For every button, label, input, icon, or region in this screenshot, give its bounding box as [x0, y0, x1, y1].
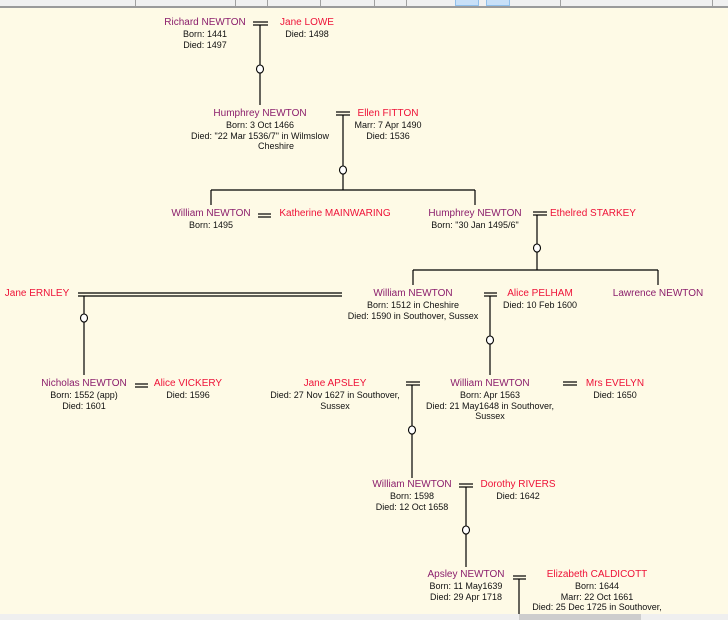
- person-detail: Marr: 22 Oct 1661: [560, 591, 634, 602]
- person-name[interactable]: Dorothy RIVERS: [480, 479, 556, 490]
- toolbar-separator: [712, 0, 713, 6]
- person-name[interactable]: Jane LOWE: [280, 17, 334, 28]
- person-detail: Cheshire: [257, 141, 295, 151]
- person-detail: Born: 3 Oct 1466: [225, 120, 295, 130]
- family-node-icon[interactable]: [485, 335, 495, 345]
- person-detail: Born: 1512 in Cheshire: [366, 300, 460, 310]
- toolbar-separator: [320, 0, 321, 6]
- person-name[interactable]: William NEWTON: [171, 208, 251, 219]
- person-name[interactable]: Apsley NEWTON: [427, 569, 505, 580]
- toolbar-separator: [267, 0, 268, 6]
- person-detail: Born: 1598: [389, 491, 435, 501]
- person-name[interactable]: Lawrence NEWTON: [612, 288, 704, 299]
- toolbar-separator: [135, 0, 136, 6]
- person-detail: Marr: 7 Apr 1490: [354, 120, 422, 130]
- toolbar: [0, 0, 728, 8]
- person-detail: Died: 21 May1648 in Southover,: [425, 400, 555, 411]
- person-detail: Died: 1497: [183, 39, 227, 50]
- toolbar-separator: [374, 0, 375, 6]
- person-name[interactable]: Humphrey NEWTON: [428, 208, 522, 219]
- person-detail: Born: 11 May1639: [429, 581, 503, 591]
- person-name[interactable]: William NEWTON: [372, 479, 452, 490]
- person-detail: Died: 1601: [62, 400, 106, 411]
- horizontal-scrollbar-thumb[interactable]: [519, 614, 641, 620]
- person-detail: Born: 1495: [188, 220, 234, 230]
- person-name[interactable]: Katherine MAINWARING: [279, 208, 391, 219]
- person-name[interactable]: William NEWTON: [373, 288, 453, 299]
- person-box-katherine[interactable]: Katherine MAINWARING: [279, 208, 390, 220]
- person-detail: Born: 1644: [574, 581, 620, 591]
- person-name[interactable]: Richard NEWTON: [164, 17, 246, 28]
- person-name[interactable]: William NEWTON: [450, 378, 530, 389]
- person-name[interactable]: Humphrey NEWTON: [213, 108, 307, 119]
- person-detail: Died: 12 Oct 1658: [375, 501, 449, 512]
- family-node-icon[interactable]: [461, 525, 471, 535]
- person-detail: Born: 1441: [182, 29, 228, 39]
- person-detail: Died: "22 Mar 1536/7" in Wilmslow: [191, 130, 329, 141]
- person-detail: Sussex: [320, 400, 350, 411]
- person-detail: Died: 27 Nov 1627 in Southover,: [270, 390, 400, 400]
- person-name[interactable]: Jane APSLEY: [303, 378, 367, 389]
- person-detail: Born: 1552 (app): [50, 390, 118, 400]
- tree-connectors: [78, 21, 659, 614]
- person-detail: Born: "30 Jan 1495/6": [431, 220, 519, 230]
- person-detail: Died: 1498: [285, 29, 329, 39]
- person-name[interactable]: Alice VICKERY: [153, 378, 223, 389]
- person-box-lawrence[interactable]: Lawrence NEWTON: [613, 288, 703, 300]
- person-box-ethelred[interactable]: Ethelred STARKEY: [550, 208, 636, 220]
- toolbar-separator: [406, 0, 407, 6]
- toolbar-button-active[interactable]: [486, 0, 510, 6]
- family-node-icon[interactable]: [532, 243, 542, 253]
- person-name[interactable]: Elizabeth CALDICOTT: [546, 569, 648, 580]
- family-node-icon[interactable]: [407, 425, 417, 435]
- person-name[interactable]: Jane ERNLEY: [4, 288, 70, 299]
- person-detail: Died: 25 Dec 1725 in Southover,: [532, 602, 662, 612]
- person-detail: Died: 1650: [593, 390, 637, 400]
- person-detail: Died: 10 Feb 1600: [502, 300, 578, 310]
- person-detail: Died: 29 Apr 1718: [429, 591, 503, 602]
- person-detail: Born: Apr 1563: [459, 390, 521, 400]
- person-detail: Died: 1590 in Southover, Sussex: [347, 310, 479, 321]
- person-name[interactable]: Alice PELHAM: [507, 288, 573, 299]
- toolbar-button-active[interactable]: [455, 0, 479, 6]
- person-name[interactable]: Mrs EVELYN: [585, 378, 645, 389]
- horizontal-scrollbar[interactable]: [0, 614, 728, 620]
- person-name[interactable]: Ethelred STARKEY: [550, 208, 636, 219]
- person-detail: Died: 1642: [496, 491, 540, 501]
- toolbar-separator: [560, 0, 561, 6]
- family-node-icon[interactable]: [338, 165, 348, 175]
- person-name[interactable]: Ellen FITTON: [357, 108, 419, 119]
- person-detail: Died: 1596: [166, 390, 210, 400]
- person-detail: Died: 1536: [366, 130, 410, 141]
- person-name[interactable]: Nicholas NEWTON: [41, 378, 127, 389]
- family-node-icon[interactable]: [79, 313, 89, 323]
- family-node-icon[interactable]: [255, 64, 265, 74]
- toolbar-separator: [235, 0, 236, 6]
- person-detail: Sussex: [475, 411, 505, 421]
- person-box-jane-ernley[interactable]: Jane ERNLEY: [5, 288, 69, 300]
